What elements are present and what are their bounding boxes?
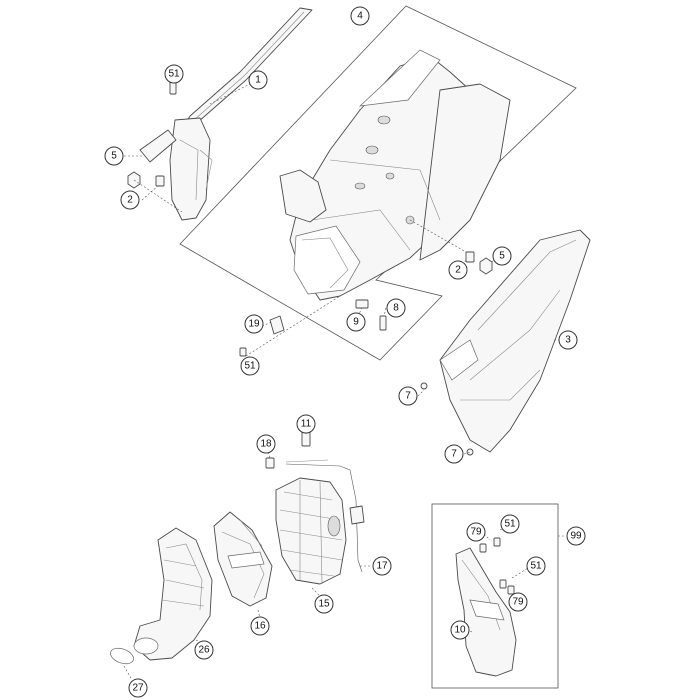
svg-text:10: 10	[454, 625, 466, 636]
part-16-filter-holder	[213, 511, 273, 607]
screw-51-kit-top	[479, 543, 487, 553]
svg-text:51: 51	[504, 519, 516, 530]
callout-51: 51	[500, 514, 520, 534]
svg-text:5: 5	[499, 251, 505, 262]
svg-text:9: 9	[353, 317, 359, 328]
callout-5: 5	[492, 246, 512, 266]
bushing-2-right	[465, 251, 475, 263]
callout-51: 51	[164, 64, 184, 84]
screw-51-kit-bottom	[499, 579, 507, 589]
callout-16: 16	[250, 616, 270, 636]
callout-27: 27	[128, 678, 148, 698]
part-1-side-rail	[139, 7, 313, 221]
airbox-vent-hole	[354, 182, 366, 190]
bracket-19	[269, 315, 285, 335]
svg-text:5: 5	[111, 151, 117, 162]
airbox-vent-hole	[365, 145, 379, 155]
svg-text:15: 15	[318, 599, 330, 610]
grommet-79-kit-bottom	[507, 585, 515, 595]
callout-2: 2	[448, 260, 468, 280]
callout-15: 15	[314, 594, 334, 614]
part-17-rod	[285, 459, 365, 573]
callout-26: 26	[194, 640, 214, 660]
svg-text:51: 51	[530, 561, 542, 572]
screw-11	[301, 431, 311, 447]
screw-51-top	[169, 81, 177, 95]
callout-51: 51	[240, 356, 260, 376]
part-10-cover	[455, 547, 517, 677]
svg-text:4: 4	[357, 11, 363, 22]
svg-text:99: 99	[570, 531, 582, 542]
callout-18: 18	[256, 434, 276, 454]
bushing-2-left	[155, 175, 165, 187]
callout-4: 4	[350, 6, 370, 26]
clip-9	[355, 299, 369, 309]
callout-7: 7	[444, 444, 464, 464]
callout-2: 2	[120, 190, 140, 210]
svg-text:17: 17	[376, 561, 388, 572]
callout-8: 8	[386, 298, 406, 318]
svg-text:7: 7	[451, 449, 457, 460]
callout-19: 19	[244, 314, 264, 334]
callout-7: 7	[398, 386, 418, 406]
callout-3: 3	[558, 330, 578, 350]
svg-text:11: 11	[301, 419, 312, 430]
callout-11: 11	[296, 414, 316, 434]
grommet-7-top	[420, 382, 428, 390]
callout-10: 10	[450, 620, 470, 640]
screw-18	[265, 457, 275, 469]
grommet-79-kit-top	[493, 537, 501, 547]
svg-text:1: 1	[255, 75, 261, 86]
svg-text:26: 26	[198, 645, 210, 656]
part-15-filter-cage	[275, 477, 347, 585]
callout-9: 9	[346, 312, 366, 332]
part-26-intake-boot	[133, 527, 213, 661]
part-27-clamp-ring	[110, 647, 134, 665]
svg-text:3: 3	[565, 335, 571, 346]
svg-text:2: 2	[455, 265, 461, 276]
svg-text:7: 7	[405, 391, 411, 402]
svg-text:79: 79	[512, 597, 524, 608]
kit-99-frame	[431, 503, 559, 689]
part-4-airbox	[279, 49, 511, 301]
svg-text:27: 27	[132, 683, 144, 694]
svg-text:51: 51	[168, 69, 180, 80]
callout-1: 1	[248, 70, 268, 90]
grommet-7-bottom	[466, 448, 474, 456]
airbox-assembly-frame	[179, 5, 577, 361]
callout-51: 51	[526, 556, 546, 576]
callout-99: 99	[566, 526, 586, 546]
callout-17: 17	[372, 556, 392, 576]
svg-text:19: 19	[248, 319, 260, 330]
svg-text:18: 18	[260, 439, 272, 450]
svg-text:51: 51	[244, 361, 256, 372]
svg-text:16: 16	[254, 621, 266, 632]
callout-79: 79	[466, 522, 486, 542]
part-3-side-panel	[439, 229, 591, 453]
screw-8	[379, 315, 387, 331]
callout-5: 5	[104, 146, 124, 166]
screw-51-left	[239, 347, 247, 357]
callout-79: 79	[508, 592, 528, 612]
airbox-vent-hole	[385, 172, 395, 180]
svg-text:2: 2	[127, 195, 133, 206]
nut-5-right	[479, 257, 493, 275]
svg-text:79: 79	[470, 527, 482, 538]
airbox-vent-hole	[377, 115, 391, 125]
svg-text:8: 8	[393, 303, 399, 314]
